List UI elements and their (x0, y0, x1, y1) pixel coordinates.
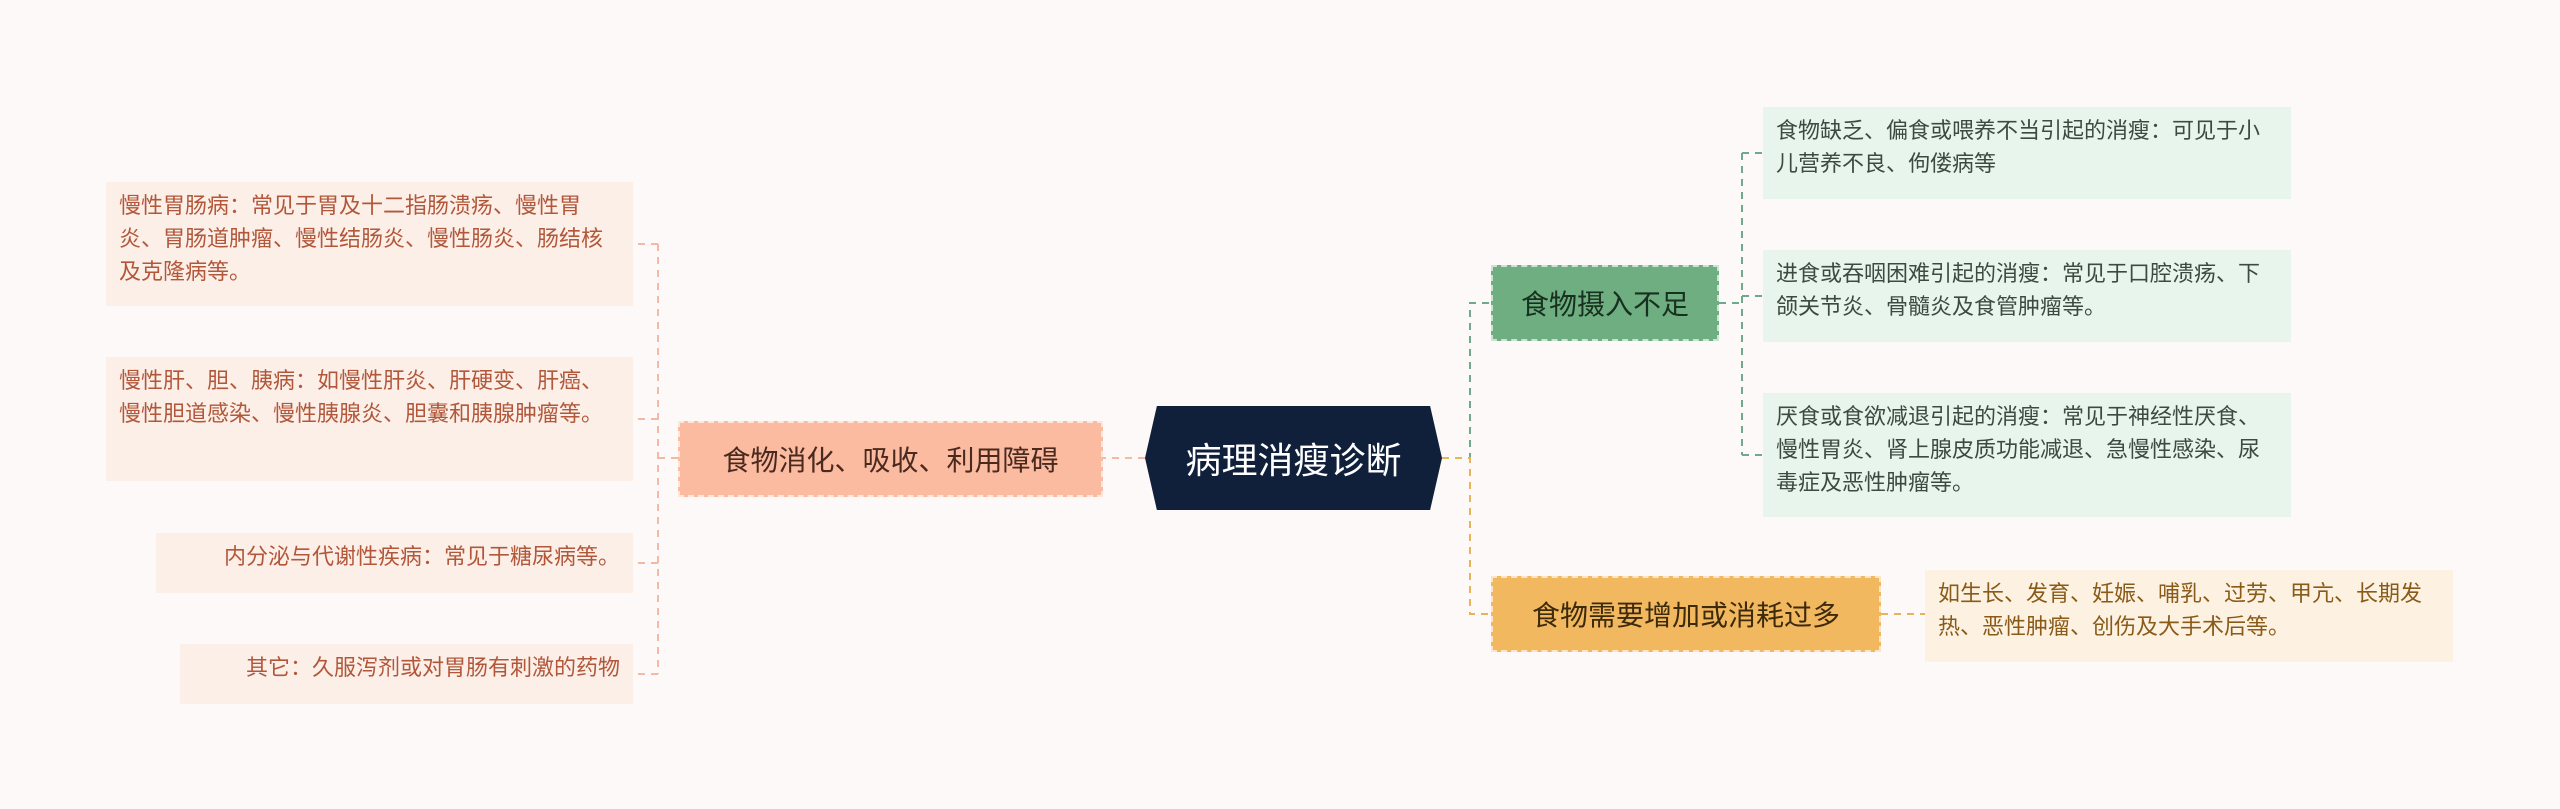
branch-digestion-absorption[interactable]: 食物消化、吸收、利用障碍 (678, 421, 1103, 497)
leaf-other-drugs[interactable]: 其它：久服泻剂或对胃肠有刺激的药物 (180, 644, 633, 704)
leaf-endocrine-metabolic[interactable]: 内分泌与代谢性疾病：常见于糖尿病等。 (156, 533, 633, 593)
branch-label: 食物摄入不足 (1520, 288, 1689, 321)
branch-label: 食物需要增加或消耗过多 (1531, 599, 1840, 632)
leaf-growth-consumption[interactable]: 如生长、发育、妊娠、哺乳、过劳、甲亢、长期发热、恶性肿瘤、创伤及大手术后等。 (1925, 570, 2453, 662)
connector-right1-trunk (1719, 153, 1743, 455)
leaf-food-shortage[interactable]: 食物缺乏、偏食或喂养不当引起的消瘦：可见于小儿营养不良、佝偻病等 (1763, 107, 2291, 199)
root-node[interactable]: 病理消瘦诊断 (1145, 406, 1442, 510)
connector-root-right-2 (1442, 457, 1491, 615)
leaf-chronic-liver-gall-pancreas[interactable]: 慢性肝、胆、胰病：如慢性肝炎、肝硬变、肝癌、慢性胆道感染、慢性胰腺炎、胆囊和胰腺… (106, 357, 633, 481)
connector-left-trunk (657, 244, 678, 674)
branch-label: 食物消化、吸收、利用障碍 (722, 444, 1059, 477)
branch-increased-demand[interactable]: 食物需要增加或消耗过多 (1491, 576, 1881, 652)
leaf-chronic-gastrointestinal[interactable]: 慢性胃肠病：常见于胃及十二指肠溃疡、慢性胃炎、胃肠道肿瘤、慢性结肠炎、慢性肠炎、… (106, 182, 633, 306)
leaf-swallowing-difficulty[interactable]: 进食或吞咽困难引起的消瘦：常见于口腔溃疡、下颌关节炎、骨髓炎及食管肿瘤等。 (1763, 250, 2291, 342)
leaf-anorexia[interactable]: 厌食或食欲减退引起的消瘦：常见于神经性厌食、慢性胃炎、肾上腺皮质功能减退、急慢性… (1763, 393, 2291, 517)
root-title: 病理消瘦诊断 (1185, 441, 1402, 482)
connector-root-right-1 (1442, 302, 1491, 459)
branch-insufficient-intake[interactable]: 食物摄入不足 (1491, 265, 1719, 341)
